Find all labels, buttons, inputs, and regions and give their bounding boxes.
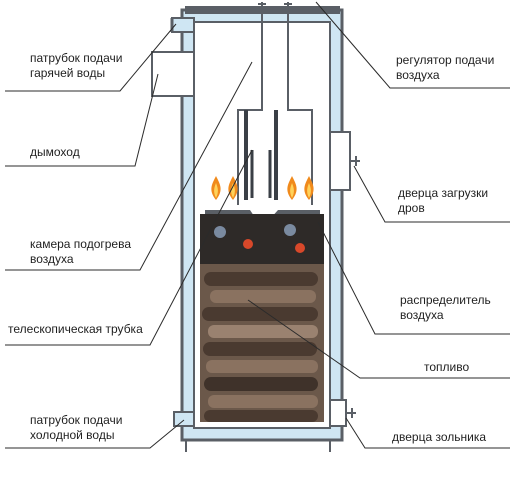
label-chimney: дымоход <box>30 145 80 159</box>
leader-telescopic-tube <box>5 149 253 346</box>
label-loading-door: дверца загрузки дров <box>398 186 489 215</box>
leader-lines <box>5 1 510 449</box>
label-telescopic-tube: телескопическая трубка <box>8 322 143 336</box>
loading-door <box>329 131 360 191</box>
label-hot-water-pipe: патрубок подачи гарячей воды <box>30 51 123 80</box>
telescopic-tube <box>244 110 278 200</box>
cold-water-pipe <box>173 411 195 427</box>
leader-air-heating-chamber <box>5 61 253 271</box>
leader-air-regulator <box>315 1 510 89</box>
ash-door <box>329 399 356 427</box>
label-air-regulator: регулятор подачи воздуха <box>396 53 495 82</box>
air-regulator <box>258 2 292 16</box>
leader-hot-water-pipe <box>5 23 177 92</box>
hot-water-pipe <box>170 17 195 33</box>
label-air-heating-chamber: камера подогрева воздуха <box>30 237 132 266</box>
leader-ash-door <box>345 417 510 449</box>
label-cold-water-pipe: патрубок подачи холодной воды <box>30 413 123 442</box>
boiler-base <box>185 440 331 452</box>
leader-loading-door <box>353 165 510 223</box>
label-fuel: топливо <box>424 360 470 374</box>
fuel-stack <box>200 214 324 422</box>
leader-cold-water-pipe <box>5 419 185 449</box>
chimney <box>151 51 195 97</box>
label-ash-door: дверца зольника <box>392 430 487 444</box>
air-heating-chamber <box>237 16 313 205</box>
leader-air-distributor <box>317 221 510 335</box>
leader-chimney <box>5 73 159 167</box>
leader-fuel <box>247 299 510 379</box>
label-air-distributor: распределитель воздуха <box>400 293 491 322</box>
